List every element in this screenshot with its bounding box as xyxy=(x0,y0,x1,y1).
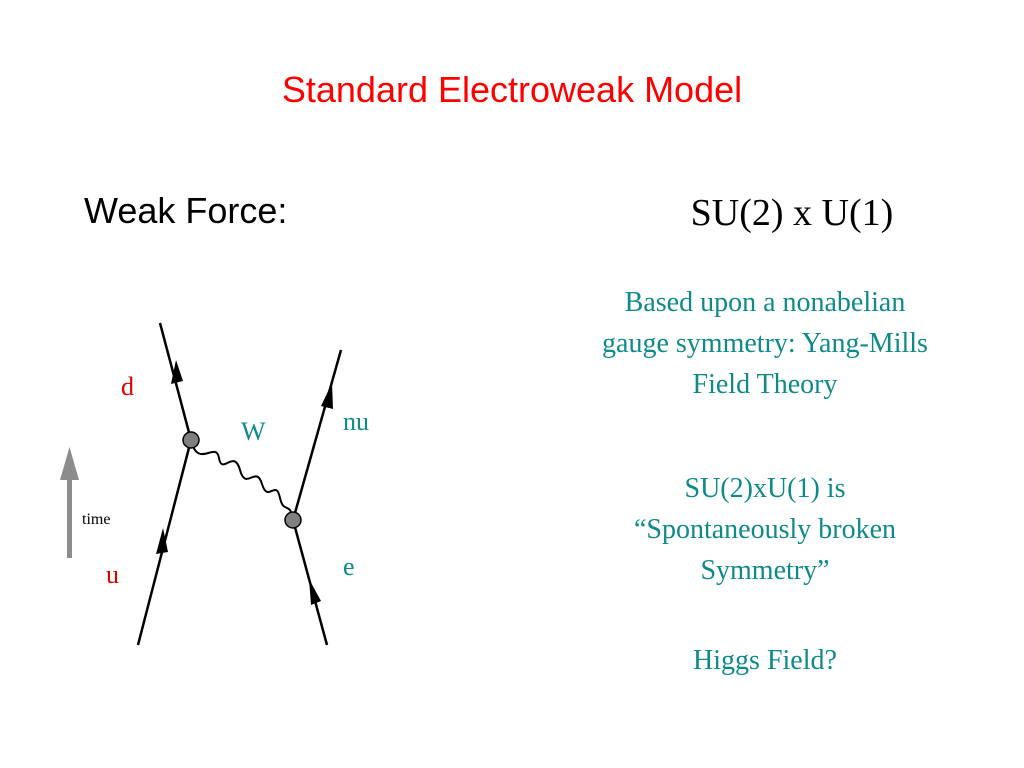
time-arrow-shaft xyxy=(67,478,72,558)
w-boson-line xyxy=(190,439,294,521)
note-line: SU(2)xU(1) is xyxy=(684,473,846,504)
up-quark-label: u xyxy=(106,560,119,589)
slide-title: Standard Electroweak Model xyxy=(281,69,743,110)
vertex-dot xyxy=(182,431,200,449)
note-line: gauge symmetry: Yang-Mills xyxy=(602,328,928,359)
weak-force-heading: Weak Force: xyxy=(84,190,288,231)
electron-label: e xyxy=(343,552,355,581)
down-quark-label: d xyxy=(121,372,134,401)
neutrino-label: nu xyxy=(343,407,369,436)
note-line: Field Theory xyxy=(692,369,838,400)
quark-arrowhead-incoming xyxy=(156,528,168,554)
nonabelian-note: Based upon a nonabelian gauge symmetry: … xyxy=(545,282,985,405)
gauge-group-heading: SU(2) x U(1) xyxy=(690,192,894,234)
note-line: “Spontaneously broken xyxy=(633,514,897,545)
time-arrow-icon xyxy=(60,447,79,480)
vertex-dot xyxy=(284,511,302,529)
note-line: Symmetry” xyxy=(700,555,830,586)
w-boson-label: W xyxy=(241,417,266,446)
lepton-arrowhead-incoming xyxy=(309,579,321,605)
lepton-arrowhead-outgoing xyxy=(321,383,333,409)
lepton-line-outgoing xyxy=(291,349,343,521)
symmetry-breaking-note: SU(2)xU(1) is “Spontaneously broken Symm… xyxy=(545,468,985,591)
higgs-field-note: Higgs Field? xyxy=(545,640,985,681)
quark-arrowhead-outgoing xyxy=(171,360,183,384)
note-line: Based upon a nonabelian xyxy=(624,287,906,318)
time-label: time xyxy=(82,511,110,528)
note-line: Higgs Field? xyxy=(693,645,837,676)
